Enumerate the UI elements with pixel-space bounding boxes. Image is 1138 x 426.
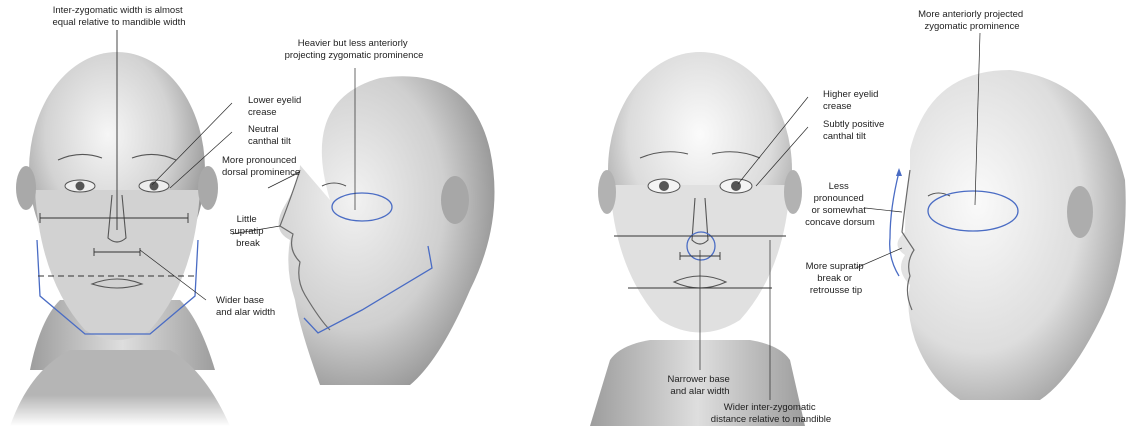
label-wider-inter-zygomatic: Wider inter-zygomatic distance relative … [711, 402, 831, 425]
female-left-ear [598, 170, 616, 214]
female-profile-face [898, 70, 1126, 400]
left-ear [16, 166, 36, 210]
right-ear [198, 166, 218, 210]
label-little-supratip: Little supratip break [230, 214, 266, 249]
male-profile-face [279, 76, 495, 385]
label-anterior-zygomatic: More anteriorly projected zygomatic prom… [918, 9, 1026, 32]
female-dorsum-guide [890, 172, 899, 276]
label-heavier-zygomatic: Heavier but less anteriorly projecting z… [285, 38, 424, 61]
label-positive-canthal: Subtly positive canthal tilt [823, 119, 887, 142]
female-right-ear [784, 170, 802, 214]
female-front-face [590, 52, 805, 426]
label-concave-dorsum: Less pronounced or somewhat concave dors… [805, 181, 875, 228]
label-more-supratip: More supratip break or retrousse tip [806, 261, 867, 296]
label-narrower-base: Narrower base and alar width [668, 374, 733, 397]
male-front-face [0, 52, 240, 426]
label-wider-base: Wider base and alar width [216, 295, 275, 318]
profile-ear [441, 176, 469, 224]
label-inter-zygomatic: Inter-zygomatic width is almost equal re… [52, 5, 185, 28]
label-lower-eyelid: Lower eyelid crease [248, 95, 304, 118]
label-neutral-canthal: Neutral canthal tilt [248, 124, 291, 147]
label-dorsal-prominence: More pronounced dorsal prominence [222, 155, 300, 178]
label-higher-eyelid: Higher eyelid crease [823, 89, 881, 112]
female-profile-ear [1067, 186, 1093, 238]
